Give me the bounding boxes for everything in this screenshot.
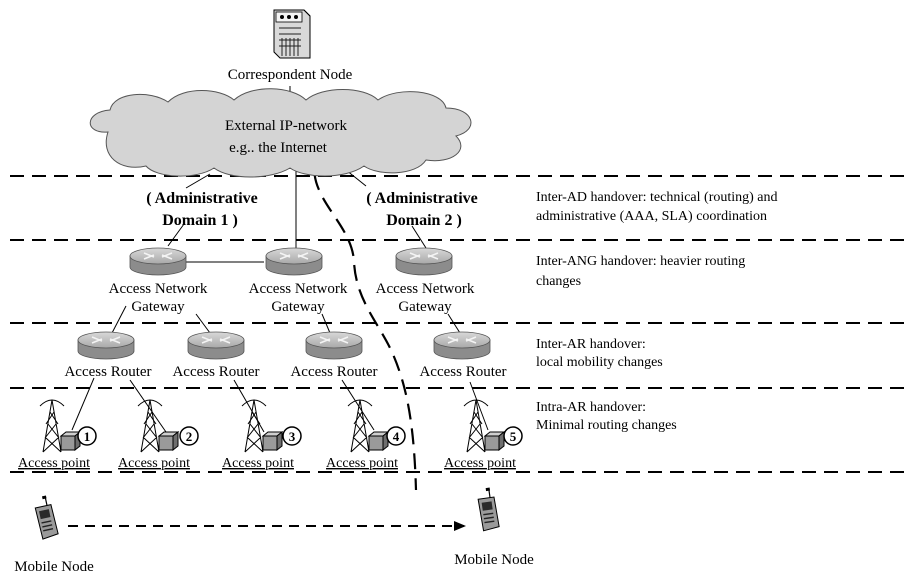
- access-router-icon: [305, 331, 363, 360]
- access-point-label: Access point: [326, 456, 398, 471]
- domain-1-label: ( Administrative: [146, 190, 258, 207]
- access-point-number: 5: [510, 429, 517, 444]
- access-point-number: 3: [289, 429, 296, 444]
- handover-description: Inter-AD handover: technical (routing) a…: [536, 190, 778, 205]
- mobile-phone-icon: [32, 493, 60, 540]
- link: [447, 313, 461, 334]
- gateway-label: Gateway: [271, 299, 325, 315]
- handover-description: Inter-AR handover:: [536, 337, 646, 352]
- link: [129, 379, 167, 433]
- access-router-icon: [433, 331, 491, 360]
- link: [167, 223, 185, 247]
- access-point-label: Access point: [444, 456, 516, 471]
- antenna-tower-icon: [463, 399, 505, 453]
- access-point-number-badge: 4: [386, 426, 406, 446]
- gateway-router-icon: [129, 247, 187, 276]
- access-point-number-badge: 1: [77, 426, 97, 446]
- handover-description: local mobility changes: [536, 355, 663, 370]
- handover-description: administrative (AAA, SLA) coordination: [536, 209, 767, 224]
- mobile-node-label: Mobile Node: [14, 559, 94, 574]
- access-point-number: 2: [186, 429, 193, 444]
- domain-2-label: Domain 2 ): [386, 212, 462, 229]
- gateway-label: Gateway: [398, 299, 452, 315]
- gateway-router-icon: [395, 247, 453, 276]
- access-router-label: Access Router: [64, 364, 151, 380]
- link: [321, 313, 331, 334]
- link: [71, 377, 95, 431]
- access-point-label: Access point: [18, 456, 90, 471]
- gateway-label: Gateway: [131, 299, 185, 315]
- network-links: [71, 86, 489, 433]
- level-separators: [10, 175, 904, 473]
- server-icon: [273, 9, 311, 59]
- access-point-number-badge: 3: [282, 426, 302, 446]
- domain-1-label: Domain 1 ): [162, 212, 238, 229]
- access-router-label: Access Router: [419, 364, 506, 380]
- cloud-title: External IP-network: [225, 118, 348, 134]
- access-point-number-badge: 5: [503, 426, 523, 446]
- access-point-number: 4: [393, 429, 400, 444]
- gateway-label: Access Network: [376, 281, 475, 297]
- handover-description: Intra-AR handover:: [536, 400, 646, 415]
- antenna-tower-icon: [241, 399, 283, 453]
- gateway-router-icon: [265, 247, 323, 276]
- handover-description: Minimal routing changes: [536, 418, 677, 433]
- access-point-number: 1: [84, 429, 91, 444]
- domain-2-label: ( Administrative: [366, 190, 478, 207]
- cloud-subtitle: e.g.. the Internet: [229, 140, 328, 156]
- access-point-label: Access point: [222, 456, 294, 471]
- antenna-tower-icon: [137, 399, 179, 453]
- access-router-icon: [187, 331, 245, 360]
- antenna-tower-icon: [347, 399, 389, 453]
- correspondent-node-label: Correspondent Node: [228, 67, 353, 83]
- access-point-label: Access point: [118, 456, 190, 471]
- link: [111, 305, 127, 334]
- mobile-phone-icon: [476, 486, 501, 532]
- mobile-node-label: Mobile Node: [454, 552, 534, 568]
- handover-description: changes: [536, 274, 581, 289]
- access-router-icon: [77, 331, 135, 360]
- gateway-label: Access Network: [109, 281, 208, 297]
- access-router-label: Access Router: [290, 364, 377, 380]
- link: [185, 173, 211, 189]
- access-point-number-badge: 2: [179, 426, 199, 446]
- handover-path: [313, 149, 418, 491]
- internet-cloud-icon: [89, 88, 472, 178]
- link: [341, 379, 375, 431]
- access-router-label: Access Router: [172, 364, 259, 380]
- link: [411, 225, 427, 249]
- handover-description: Inter-ANG handover: heavier routing: [536, 254, 745, 269]
- gateway-label: Access Network: [249, 281, 348, 297]
- link: [469, 381, 489, 431]
- link: [195, 313, 211, 334]
